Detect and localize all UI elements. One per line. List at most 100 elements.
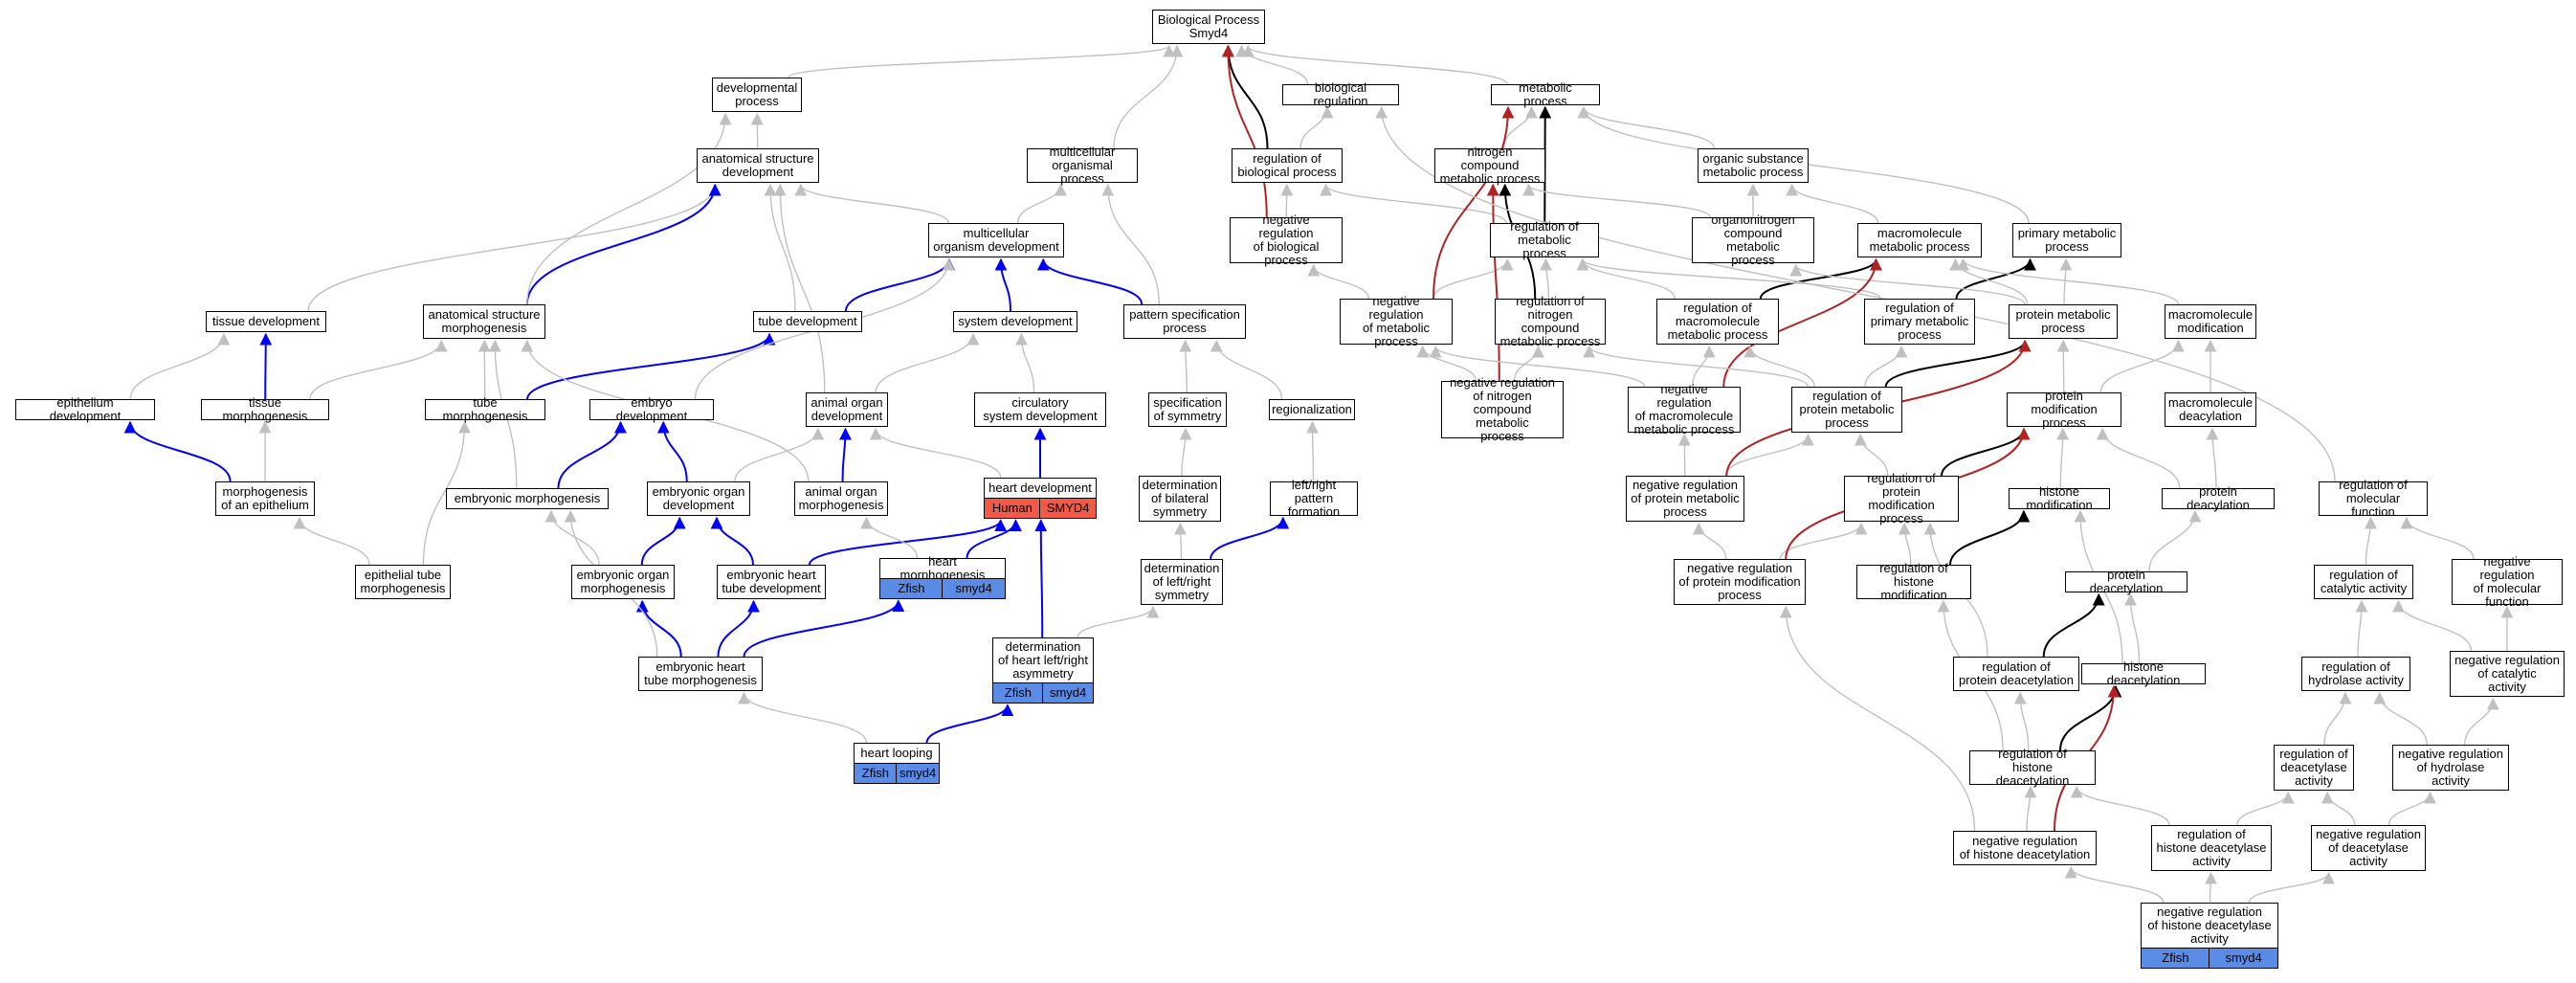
go-term-specsym[interactable]: specification of symmetry — [1148, 392, 1227, 427]
go-term-regmf[interactable]: regulation of molecular function — [2319, 479, 2428, 519]
go-term-protdeac[interactable]: protein deacetylation — [2065, 569, 2187, 595]
edge-metab-to-root — [1241, 44, 1508, 85]
go-term-regbp[interactable]: regulation of biological process — [1232, 148, 1343, 183]
go-term-regprotmp[interactable]: regulation of protein metabolic process — [1791, 387, 1902, 433]
go-term-reghyd[interactable]: regulation of hydrolase activity — [2301, 657, 2410, 691]
go-term-eod[interactable]: embryonic organ development — [647, 481, 750, 516]
annotation-gene-heartmorph: smyd4 — [942, 577, 1006, 599]
go-term-reghistdeac[interactable]: regulation of histone deacetylation — [1969, 748, 2096, 788]
go-term-protdeacyl[interactable]: protein deacylation — [2162, 485, 2275, 512]
edge-pattspec-to-mop — [1101, 183, 1160, 305]
edge-nrprotmod-to-regprotmod — [1779, 522, 1868, 560]
go-term-mop[interactable]: multicellular organismal process — [1027, 145, 1138, 186]
go-term-regncmp[interactable]: regulation of nitrogen compound metaboli… — [1495, 295, 1606, 348]
annotation-species-heartdev: Human — [984, 497, 1041, 519]
edge-nrhistdeac-to-reghistdeac — [2024, 785, 2037, 832]
go-term-histdeac[interactable]: histone deacetylation — [2081, 660, 2206, 687]
edge-reghistdeac-to-histdeac — [2059, 684, 2122, 751]
go-term-reghistmod[interactable]: regulation of histone modification — [1856, 562, 1971, 602]
go-term-nrprotmp[interactable]: negative regulation of protein metabolic… — [1626, 476, 1744, 522]
go-term-aom[interactable]: animal organ morphogenesis — [794, 481, 888, 516]
go-term-epitube[interactable]: epithelial tube morphogenesis — [355, 565, 451, 599]
edge-nrhyd-to-nrcat — [2464, 697, 2499, 746]
go-term-regprimp[interactable]: regulation of primary metabolic process — [1864, 299, 1975, 345]
edge-regbp-to-biolreg — [1299, 105, 1334, 149]
go-term-regmacmp[interactable]: regulation of macromolecule metabolic pr… — [1656, 299, 1779, 345]
go-term-nrhistdeac[interactable]: negative regulation of histone deacetyla… — [1953, 831, 2097, 865]
go-term-root[interactable]: Biological Process Smyd4 — [1152, 10, 1265, 44]
go-term-circdev[interactable]: circulatory system development — [974, 392, 1106, 427]
go-term-nrncmp[interactable]: negative regulation of nitrogen compound… — [1441, 376, 1564, 443]
go-term-dev[interactable]: developmental process — [712, 78, 802, 112]
go-term-protmp[interactable]: protein metabolic process — [2009, 304, 2118, 339]
go-term-macmp[interactable]: macromolecule metabolic process — [1857, 223, 1982, 257]
go-term-asd[interactable]: anatomical structure development — [697, 148, 819, 183]
go-term-heartdev[interactable]: heart development — [984, 478, 1097, 499]
go-term-nrmacmp[interactable]: negative regulation of macromolecule met… — [1628, 383, 1741, 436]
go-term-nrprotmod[interactable]: negative regulation of protein modificat… — [1674, 559, 1806, 605]
go-term-eom[interactable]: embryonic organ morphogenesis — [571, 565, 675, 599]
go-term-nrcat[interactable]: negative regulation of catalytic activit… — [2450, 651, 2565, 697]
go-term-aod[interactable]: animal organ development — [806, 392, 888, 427]
go-term-sysdev[interactable]: system development — [953, 311, 1077, 332]
edge-eom-to-eod — [640, 516, 686, 566]
go-term-epidev[interactable]: epithelium development — [15, 396, 155, 423]
go-term-regmp[interactable]: regulation of metabolic process — [1490, 220, 1599, 260]
edge-dethlr-to-detlr — [1077, 605, 1160, 638]
go-term-macdeac[interactable]: macromolecule deacylation — [2165, 392, 2256, 427]
go-term-reghdacact[interactable]: regulation of histone deacetylase activi… — [2151, 825, 2272, 871]
go-term-dethlr[interactable]: determination of heart left/right asymme… — [992, 637, 1094, 683]
go-term-primp[interactable]: primary metabolic process — [2012, 223, 2121, 257]
go-term-asm[interactable]: anatomical structure morphogenesis — [423, 304, 545, 339]
go-term-ehtm[interactable]: embryonic heart tube morphogenesis — [638, 657, 763, 691]
go-term-protmod[interactable]: protein modification process — [2007, 390, 2121, 430]
edge-tissuedev-to-asd — [307, 183, 722, 312]
go-term-regdeac[interactable]: regulation of deacetylase activity — [2274, 745, 2354, 791]
go-term-ehtd[interactable]: embryonic heart tube development — [717, 565, 826, 599]
go-term-regprotdeac[interactable]: regulation of protein deacetylation — [1953, 657, 2079, 691]
edge-heartmorph-to-aom — [860, 516, 919, 559]
edge-histdeac-to-protdeac — [2124, 592, 2141, 664]
go-term-detbil[interactable]: determination of bilateral symmetry — [1139, 476, 1221, 522]
go-term-histmod[interactable]: histone modification — [2009, 485, 2110, 512]
go-term-embdev[interactable]: embryo development — [589, 396, 714, 423]
go-term-nrhyd[interactable]: negative regulation of hydrolase activit… — [2392, 745, 2509, 791]
go-term-pattspec[interactable]: pattern specification process — [1123, 304, 1246, 339]
edge-tissuemorph-to-tissuedev — [259, 332, 273, 400]
go-term-tissuedev[interactable]: tissue development — [206, 311, 326, 332]
go-term-nrhdacact[interactable]: negative regulation of histone deacetyla… — [2141, 903, 2278, 949]
edge-regcat-to-regmf — [2364, 516, 2377, 566]
edge-ehtd-to-eod — [710, 516, 754, 566]
go-term-nrmf[interactable]: negative regulation of molecular functio… — [2452, 555, 2563, 609]
go-term-tissuemorph[interactable]: tissue morphogenesis — [201, 396, 329, 423]
go-term-metab[interactable]: metabolic process — [1491, 81, 1600, 108]
go-term-nrbp[interactable]: negative regulation of biological proces… — [1230, 213, 1343, 267]
edge-nrmacmp-to-nrmp — [1429, 345, 1646, 388]
go-term-biolreg[interactable]: biological regulation — [1282, 81, 1399, 108]
go-term-lrpf[interactable]: left/right pattern formation — [1270, 479, 1358, 519]
go-term-tubemorph[interactable]: tube morphogenesis — [425, 396, 545, 423]
go-term-morphepi[interactable]: morphogenesis of an epithelium — [215, 481, 315, 516]
go-term-tubedev[interactable]: tube development — [753, 311, 862, 332]
annotation-species-heartloop: Zfish — [854, 762, 898, 784]
edge-asm-to-asd — [525, 183, 722, 305]
go-term-heartloop[interactable]: heart looping — [854, 743, 940, 764]
annotation-gene-dethlr: smyd4 — [1042, 681, 1094, 704]
go-term-nrmp[interactable]: negative regulation of metabolic process — [1340, 295, 1453, 348]
edge-epitube-to-morphepi — [293, 516, 370, 566]
go-term-regcat[interactable]: regulation of catalytic activity — [2314, 565, 2413, 599]
go-term-ncmp[interactable]: nitrogen compound metabolic process — [1434, 145, 1545, 186]
go-term-regionalization[interactable]: regionalization — [1269, 399, 1355, 420]
go-term-heartmorph[interactable]: heart morphogenesis — [879, 555, 1006, 582]
go-term-osmp[interactable]: organic substance metabolic process — [1698, 148, 1809, 183]
edge-tubemorph-to-asm — [477, 339, 491, 400]
go-term-mod[interactable]: multicellular organism development — [928, 223, 1064, 257]
edge-circdev-to-sysdev — [1015, 332, 1035, 393]
go-term-macmod[interactable]: macromolecule modification — [2165, 304, 2256, 339]
go-term-regprotmod[interactable]: regulation of protein modification proce… — [1844, 472, 1959, 525]
edge-regprotmp-to-regprimp — [1864, 345, 1908, 388]
go-term-detlr[interactable]: determination of left/right symmetry — [1141, 559, 1223, 605]
go-term-nrdeac[interactable]: negative regulation of deacetylase activ… — [2311, 825, 2426, 871]
go-term-oncmp[interactable]: organonitrogen compound metabolic proces… — [1692, 213, 1814, 267]
go-term-embmorph[interactable]: embryonic morphogenesis — [446, 488, 609, 509]
